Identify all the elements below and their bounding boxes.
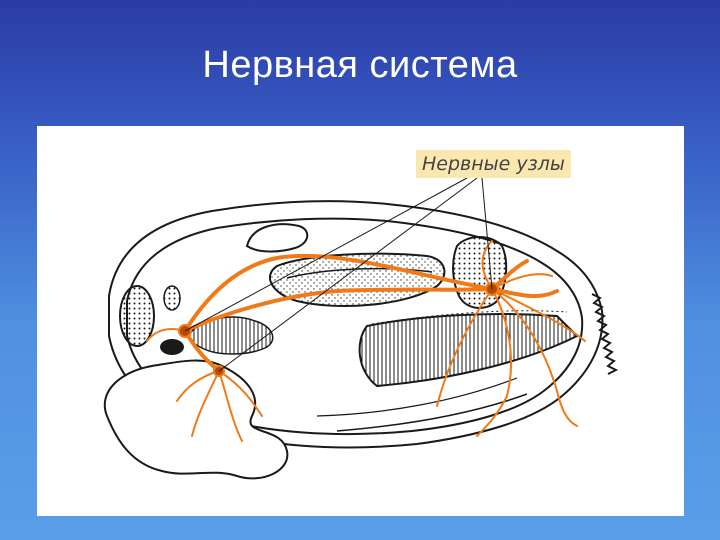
anterior-adductor-muscle (119, 285, 155, 347)
foot (103, 359, 289, 480)
gills (358, 313, 579, 388)
callout-pointer-lines (184, 177, 493, 372)
anterior-small-muscle (163, 285, 181, 311)
diagram-panel: Нервные узлы (37, 126, 684, 516)
nerve-branches (146, 240, 586, 442)
siphon-edge (591, 293, 619, 375)
bivalve-nervous-system-illustration (103, 177, 619, 480)
nerve-ganglia-label: Нервные узлы (416, 150, 571, 178)
mouth (160, 339, 184, 355)
posterior-adductor-muscle (452, 236, 508, 309)
slide-title: Нервная система (202, 44, 518, 86)
hinge-ligament (245, 223, 309, 253)
